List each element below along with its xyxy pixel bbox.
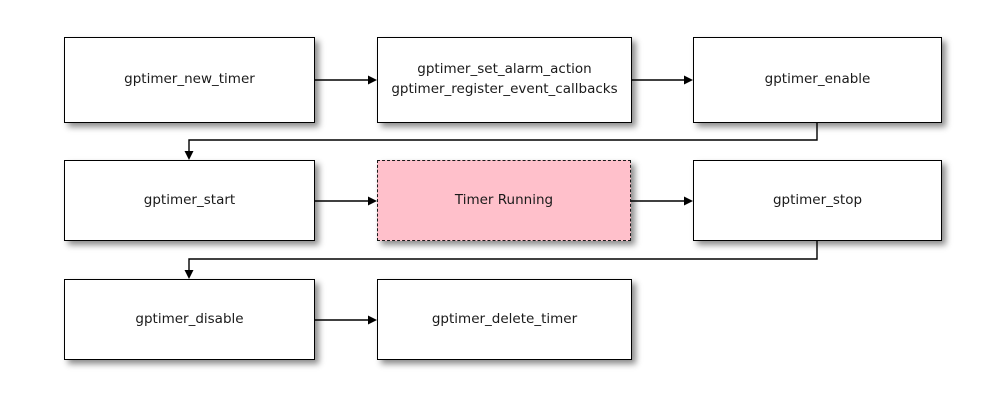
node-label: Timer Running — [454, 191, 554, 208]
connector-stop-to-disable — [184, 241, 818, 279]
node-label: gptimer_delete_timer — [431, 310, 578, 327]
connector-timer_running-to-stop — [631, 196, 693, 206]
node-label: gptimer_new_timer — [124, 71, 255, 88]
node-start[interactable]: gptimer_start — [64, 160, 315, 241]
node-new_timer[interactable]: gptimer_new_timer — [64, 37, 315, 123]
node-label: gptimer_set_alarm_action — [417, 61, 592, 78]
node-label: gptimer_start — [143, 191, 236, 208]
connector-start-to-timer_running — [315, 196, 377, 206]
connector-disable-to-delete_timer — [315, 315, 377, 325]
arrowhead-icon — [368, 315, 377, 325]
node-label: gptimer_stop — [772, 191, 863, 208]
node-enable[interactable]: gptimer_enable — [693, 37, 942, 123]
connector-enable-to-start — [184, 123, 818, 160]
arrowhead-icon — [368, 196, 377, 206]
node-label: gptimer_disable — [135, 310, 244, 327]
node-set_alarm[interactable]: gptimer_set_alarm_action gptimer_register… — [377, 37, 632, 123]
node-label-secondary: gptimer_register_event_callbacks — [391, 81, 618, 97]
node-timer_running[interactable]: Timer Running — [377, 160, 631, 241]
arrowhead-icon — [684, 196, 693, 206]
node-disable[interactable]: gptimer_disable — [64, 279, 315, 360]
node-stop[interactable]: gptimer_stop — [693, 160, 942, 241]
arrowhead-icon — [684, 75, 693, 85]
node-label: gptimer_enable — [764, 71, 871, 88]
arrowhead-icon — [368, 75, 377, 85]
arrowhead-icon — [184, 270, 194, 279]
connector-set_alarm-to-enable — [632, 75, 693, 85]
arrowhead-icon — [184, 151, 194, 160]
node-delete_timer[interactable]: gptimer_delete_timer — [377, 279, 632, 360]
connector-new_timer-to-set_alarm — [315, 75, 377, 85]
